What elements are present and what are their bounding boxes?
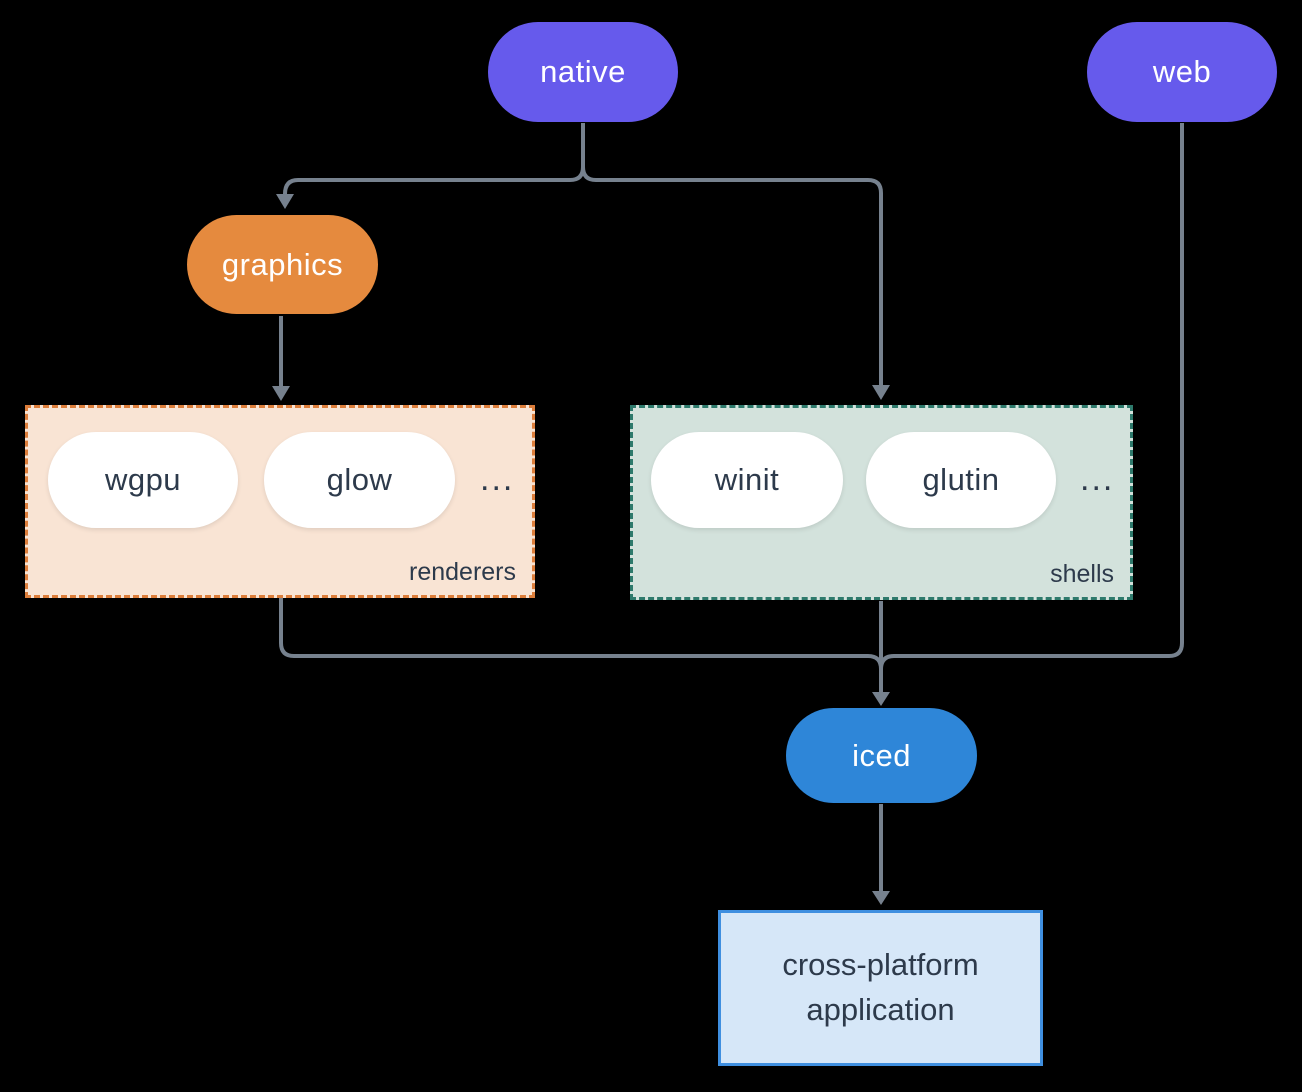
shells-ellipsis: ...	[1080, 460, 1115, 498]
node-graphics: graphics	[187, 215, 378, 314]
edge-renderers-to-iced	[279, 598, 883, 670]
arrowhead-iced-icon	[872, 692, 890, 706]
node-application-line1: cross-platform	[782, 947, 979, 983]
node-web-label: web	[1152, 54, 1212, 89]
group-shells-label: shells	[1050, 560, 1114, 588]
node-wgpu: wgpu	[48, 432, 238, 528]
node-iced-label: iced	[852, 737, 911, 773]
node-winit: winit	[651, 432, 843, 528]
node-application: cross-platform application	[718, 910, 1043, 1066]
renderers-ellipsis: ...	[480, 460, 515, 498]
node-glow: glow	[264, 432, 455, 528]
node-wgpu-label: wgpu	[104, 462, 182, 497]
node-iced: iced	[786, 708, 977, 803]
edge-native-to-graphics	[283, 123, 585, 195]
arrowhead-shells-icon	[872, 385, 890, 400]
group-shells: winit glutin ... shells	[630, 405, 1133, 600]
node-glutin-label: glutin	[922, 462, 1000, 497]
node-glutin: glutin	[866, 432, 1056, 528]
group-renderers: wgpu glow ... renderers	[25, 405, 535, 598]
node-winit-label: winit	[714, 462, 780, 497]
edge-native-to-shells	[581, 123, 883, 385]
arrowhead-renderers-icon	[272, 386, 290, 401]
node-graphics-label: graphics	[221, 246, 344, 282]
node-application-line2: application	[806, 992, 955, 1027]
node-web: web	[1087, 22, 1277, 122]
node-glow-label: glow	[326, 462, 393, 497]
arrowhead-application-icon	[872, 891, 890, 905]
group-renderers-label: renderers	[409, 558, 516, 586]
node-native-label: native	[540, 54, 626, 89]
node-native: native	[488, 22, 678, 122]
arrowhead-graphics-icon	[276, 194, 294, 209]
